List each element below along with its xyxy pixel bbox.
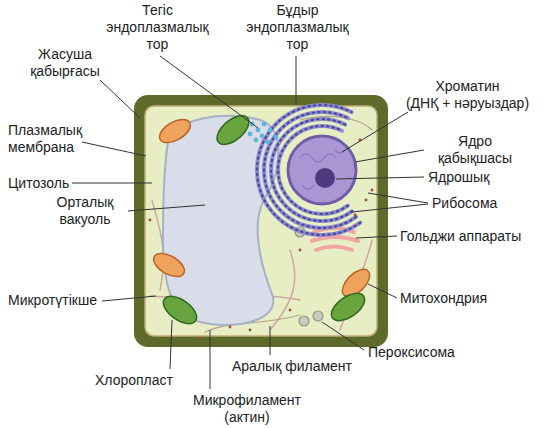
smooth-er	[254, 138, 259, 143]
ribosome-dots	[278, 126, 348, 214]
ribosome-dots	[257, 105, 360, 235]
cell-wall	[134, 95, 388, 347]
part-label: Гольджи аппараты	[400, 228, 521, 245]
part-label: Бұдыр эндоплазмалық тор	[235, 2, 360, 53]
part-label: Рибосома	[432, 195, 497, 212]
part-label: Хроматин (ДНҚ + нәруыздар)	[390, 78, 545, 112]
part-label: Ядро қабықшасы	[425, 133, 525, 167]
ribosome	[199, 337, 202, 340]
rough-er	[257, 105, 360, 235]
peroxisome	[295, 227, 323, 326]
ribosome	[299, 249, 302, 252]
smooth-er	[248, 132, 253, 137]
leader-lines	[72, 56, 428, 389]
ribosome	[149, 219, 152, 222]
chromatin	[300, 150, 345, 189]
ribosome	[354, 214, 357, 217]
ribosome-dots	[271, 119, 352, 221]
part-label: Микрофиламент (актин)	[177, 392, 317, 426]
smooth-er	[262, 122, 267, 127]
ribosome	[229, 326, 232, 329]
ribosome-dots	[264, 112, 356, 228]
rough-er	[264, 112, 356, 228]
part-label: Микротүтікше	[8, 292, 97, 309]
part-label: Жасуша қабырғасы	[10, 46, 120, 80]
rough-er	[271, 119, 352, 221]
cytosol	[145, 106, 377, 336]
golgi-apparatus	[312, 228, 358, 250]
nucleus	[288, 136, 356, 204]
rough-er	[278, 126, 348, 214]
nucleolus	[315, 168, 335, 188]
smooth-er	[268, 128, 273, 133]
endoplasmic-reticulum	[257, 105, 360, 235]
part-label: Аралық филамент	[232, 358, 352, 375]
smooth-er	[260, 134, 265, 139]
ribosome	[365, 199, 368, 202]
texture	[149, 122, 374, 340]
ribosome	[289, 309, 292, 312]
part-label: Ядрошық	[428, 169, 489, 186]
part-label: Митохондрия	[400, 290, 487, 307]
part-label: Тегіс эндоплазмалық тор	[95, 2, 220, 53]
part-label: Хлоропласт	[95, 372, 173, 389]
ribosome	[371, 189, 374, 192]
part-label: Плазмалық мембрана	[8, 122, 82, 156]
part-label: Орталық вакуоль	[40, 194, 130, 228]
part-label: Пероксисома	[368, 344, 455, 361]
ribosome	[249, 329, 252, 332]
smooth-er	[266, 140, 271, 145]
smooth-er	[274, 135, 279, 140]
smooth-er	[256, 128, 261, 133]
part-label: Цитозоль	[8, 175, 69, 192]
